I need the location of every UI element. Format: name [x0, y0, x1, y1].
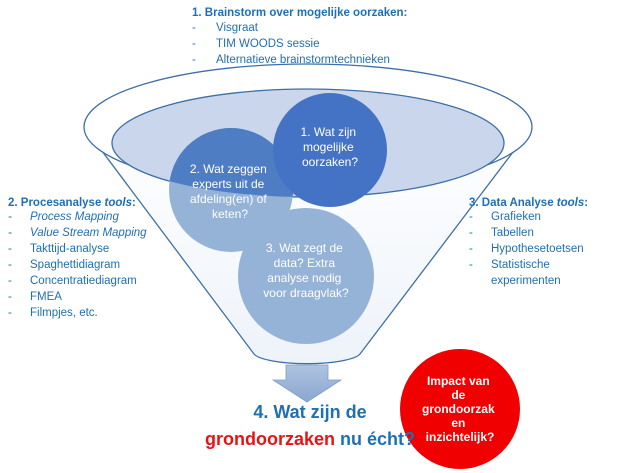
c1-line: mogelijke: [303, 140, 354, 154]
impact-circle: [400, 349, 520, 469]
impact-line: inzichtelijk?: [426, 430, 495, 444]
title-prefix: 3. Data Analyse: [469, 197, 557, 209]
circle-data-text: 3. Wat zegt de data? Extra analyse nodig…: [263, 241, 349, 300]
data-analyse-block: 3. Data Analyse tools: Grafieken Tabelle…: [469, 197, 619, 289]
procesanalyse-title: 2. Procesanalyse tools:: [8, 197, 208, 209]
procesanalyse-block: 2. Procesanalyse tools: Process Mapping …: [8, 197, 208, 321]
title-prefix: 2. Procesanalyse: [8, 197, 105, 209]
list-item: Statistische: [469, 257, 619, 273]
list-item: Grafieken: [469, 209, 619, 225]
result-line2: grondoorzaken nu écht?: [200, 426, 420, 453]
list-item: Spaghettidiagram: [8, 257, 208, 273]
impact-line: en: [451, 416, 465, 430]
down-arrow: [271, 364, 343, 403]
impact-line: Impact van: [427, 374, 490, 388]
impact-line: grondoorzak: [422, 402, 495, 416]
c1-line: oorzaken?: [302, 155, 358, 169]
circle-experts-text: 2. Wat zeggen experts uit de afdeling(en…: [190, 162, 270, 221]
circle-causes-text: 1. Wat zijn mogelijke oorzaken?: [301, 125, 360, 169]
c3-line: voor draagvlak?: [263, 286, 349, 300]
c2-line: 2. Wat zeggen: [190, 162, 267, 176]
list-item: Tabellen: [469, 225, 619, 241]
result-line1: 4. Wat zijn de: [253, 402, 367, 422]
list-item: TIM WOODS sessie: [192, 36, 492, 52]
list-item: Process Mapping: [8, 209, 208, 225]
c2-line: experts uit de: [192, 177, 264, 191]
brainstorm-title: 1. Brainstorm over mogelijke oorzaken:: [192, 7, 408, 19]
list-item: Filmpjes, etc.: [8, 305, 208, 321]
impact-line: de: [451, 388, 465, 402]
c3-line: 3. Wat zegt de: [266, 241, 343, 255]
data-analyse-title: 3. Data Analyse tools:: [469, 197, 619, 209]
title-suffix: :: [132, 197, 136, 209]
list-item-continuation: experimenten: [491, 275, 561, 287]
list-item: FMEA: [8, 289, 208, 305]
c3-line: data? Extra: [274, 256, 336, 270]
brainstorm-list: Visgraat TIM WOODS sessie Alternatieve b…: [192, 20, 492, 68]
c2-line: afdeling(en) of: [190, 192, 267, 206]
title-em: tools: [104, 197, 133, 209]
circle-data-analysis: [238, 208, 374, 344]
result-question: 4. Wat zijn de grondoorzaken nu écht?: [200, 399, 420, 453]
list-item: Value Stream Mapping: [8, 225, 208, 241]
result-highlight: grondoorzaken: [204, 429, 335, 449]
c1-line: 1. Wat zijn: [301, 125, 357, 139]
data-analyse-list: Grafieken Tabellen Hypothesetoetsen Stat…: [469, 209, 619, 289]
circle-experts-overlap: [169, 128, 293, 197]
brainstorm-block: 1. Brainstorm over mogelijke oorzaken: V…: [192, 7, 492, 68]
title-em: tools: [556, 197, 585, 209]
procesanalyse-list: Process Mapping Value Stream Mapping Tak…: [8, 209, 208, 321]
list-item: Alternatieve brainstormtechnieken: [192, 52, 492, 68]
list-item: Concentratiediagram: [8, 273, 208, 289]
c3-line: analyse nodig: [267, 271, 341, 285]
list-item: Visgraat: [192, 20, 492, 36]
list-item: Takttijd-analyse: [8, 241, 208, 257]
title-suffix: :: [584, 197, 589, 209]
impact-text: Impact van de grondoorzak en inzichtelij…: [422, 374, 498, 444]
list-item: Hypothesetoetsen: [469, 241, 619, 257]
circle-causes: [273, 93, 387, 207]
result-rest: nu écht?: [335, 429, 415, 449]
c2-line: keten?: [212, 207, 248, 221]
